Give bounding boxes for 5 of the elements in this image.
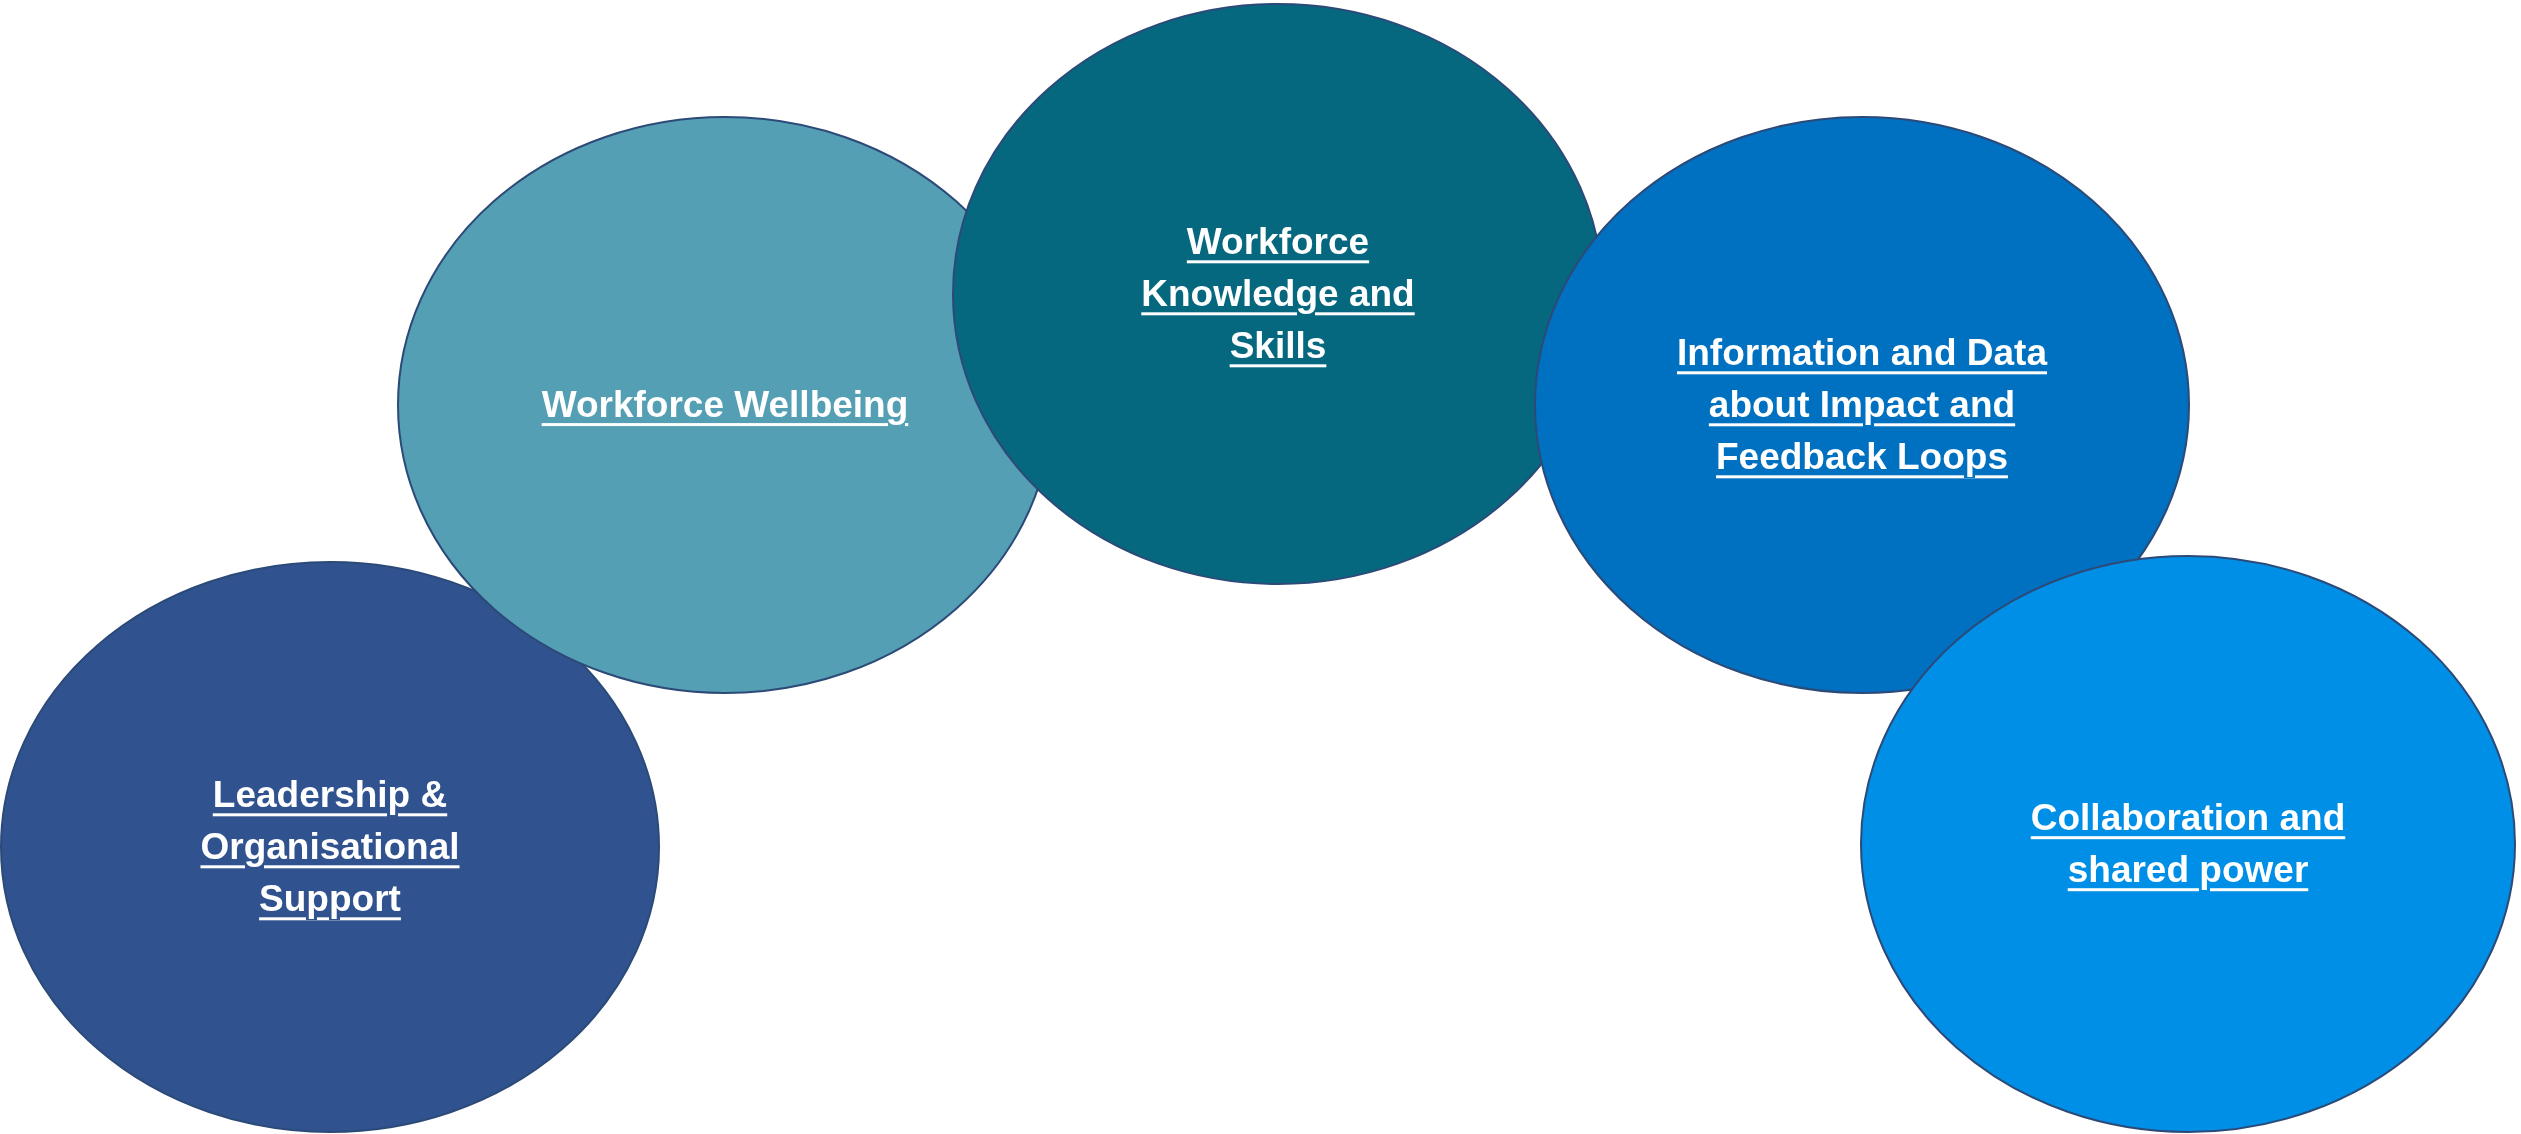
topic-label: Information and Data about Impact and Feedback Loops [1676,331,2049,479]
topic-label: Leadership & Organisational Support [199,773,461,921]
topic-label: Workforce Knowledge and Skills [1140,220,1416,368]
topic-label: Workforce Wellbeing [540,383,910,428]
topic-label: Collaboration and shared power [2029,796,2347,892]
